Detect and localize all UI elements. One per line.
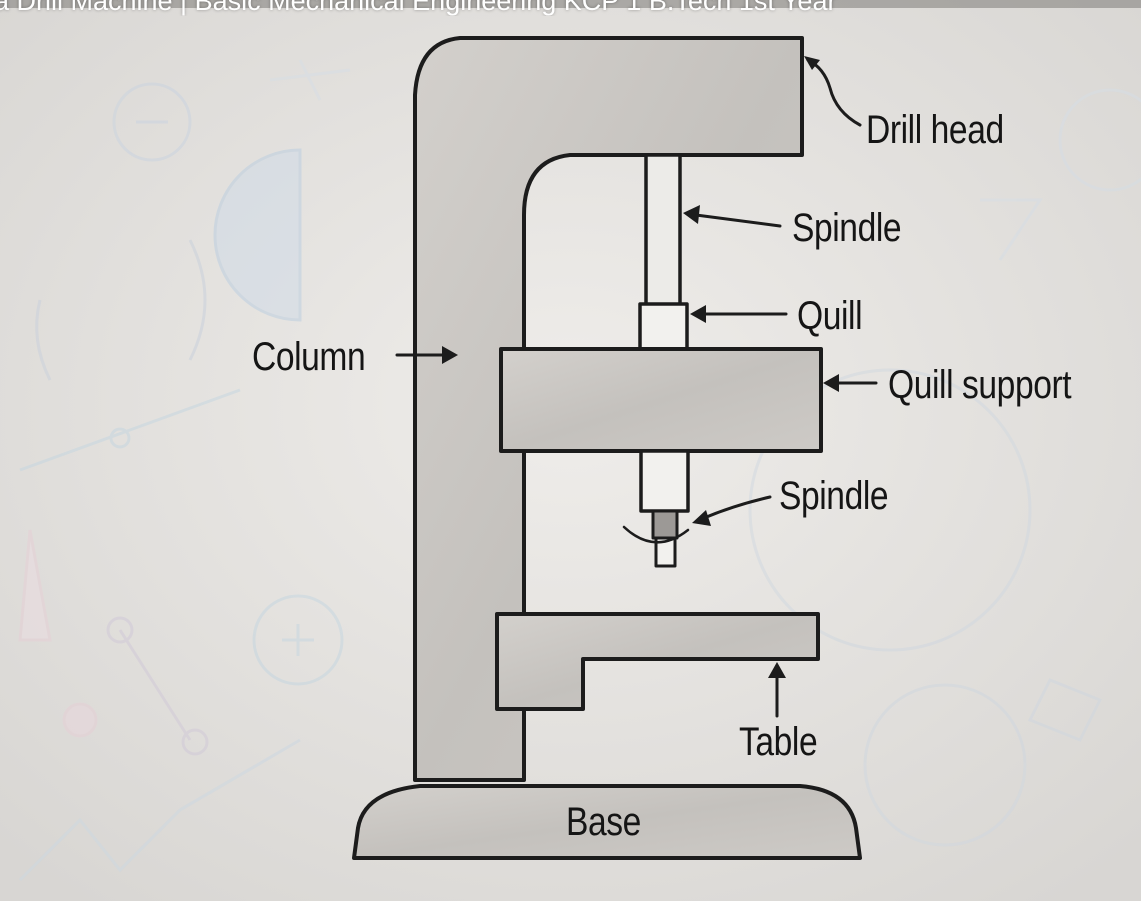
arrowhead-spindle-lower <box>692 510 711 526</box>
annotation-arrows <box>395 56 878 718</box>
quill-support <box>499 347 823 453</box>
label-table: Table <box>739 720 818 764</box>
arrowhead-drill-head <box>804 56 820 70</box>
label-base: Base <box>566 800 641 844</box>
label-column: Column <box>252 335 366 379</box>
drill-chuck <box>651 509 679 540</box>
label-spindle-upper: Spindle <box>792 206 902 250</box>
label-drill-head: Drill head <box>866 108 1004 152</box>
label-quill-support: Quill support <box>888 363 1072 407</box>
video-title: a Drill Machine | Basic Mechanical Engin… <box>0 0 837 16</box>
spindle-lower <box>639 449 690 513</box>
machine-base <box>352 784 862 860</box>
arrow-spindle-lower <box>702 495 772 520</box>
rotation-arrow <box>622 525 690 544</box>
title-bar-shadow <box>0 0 1141 8</box>
drill-machine <box>352 36 862 860</box>
arrowhead-quill-support <box>823 374 839 392</box>
arrow-drill-head <box>806 58 862 127</box>
arrowhead-spindle-upper <box>683 205 700 224</box>
background-doodles <box>18 59 1141 882</box>
arrowhead-quill <box>690 305 706 323</box>
work-table <box>495 612 820 711</box>
quill <box>638 302 689 351</box>
label-spindle-lower: Spindle <box>779 474 889 518</box>
arrowhead-column <box>442 346 458 364</box>
arrowhead-table <box>768 662 786 678</box>
arrow-spindle-upper <box>694 213 782 228</box>
spindle-upper <box>644 153 682 307</box>
drill-bit <box>654 536 677 568</box>
column-and-drill-head <box>413 36 804 782</box>
label-quill: Quill <box>797 294 863 338</box>
